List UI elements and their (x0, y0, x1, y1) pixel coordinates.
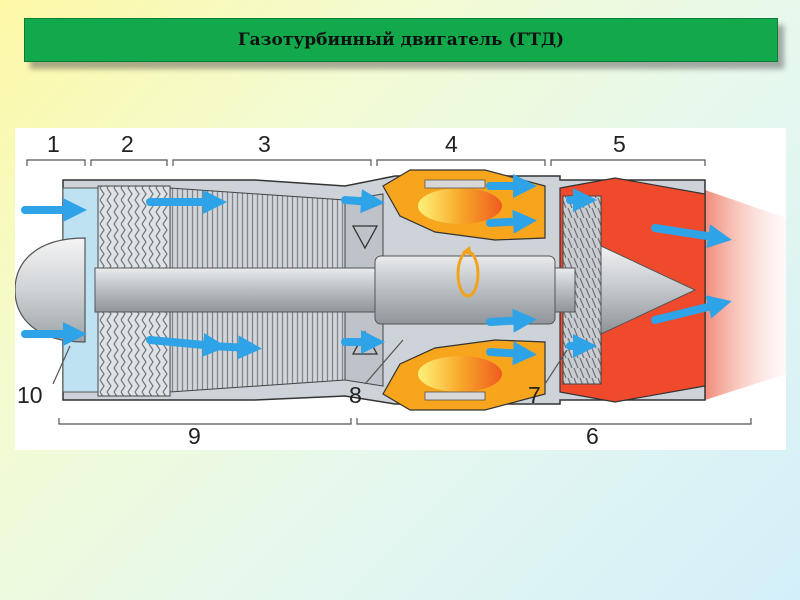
exhaust-plume (705, 190, 786, 400)
label-6: 6 (586, 423, 599, 449)
label-7: 7 (528, 382, 541, 408)
label-4: 4 (445, 131, 458, 157)
flame-bottom (418, 356, 502, 392)
label-2: 2 (121, 131, 134, 157)
inlet-spinner (15, 237, 86, 343)
label-9: 9 (188, 423, 201, 449)
label-8: 8 (349, 382, 362, 408)
label-3: 3 (258, 131, 271, 157)
section-brackets-bottom (58, 418, 752, 425)
exhaust-cone (600, 245, 697, 335)
airflow-arrows (21, 174, 732, 366)
label-10: 10 (17, 382, 43, 408)
label-5: 5 (613, 131, 626, 157)
slide-title: Газотурбинный двигатель (ГТД) (237, 30, 565, 50)
slide-title-bar: Газотурбинный двигатель (ГТД) (24, 18, 778, 62)
label-1: 1 (47, 131, 60, 157)
flame-top (418, 188, 502, 224)
engine-diagram-panel: 1 2 3 4 5 6 7 8 9 10 (15, 128, 786, 450)
leader-lines (52, 339, 568, 385)
section-brackets-top (26, 159, 706, 166)
gas-turbine-engine-diagram: 1 2 3 4 5 6 7 8 9 10 (15, 131, 786, 449)
